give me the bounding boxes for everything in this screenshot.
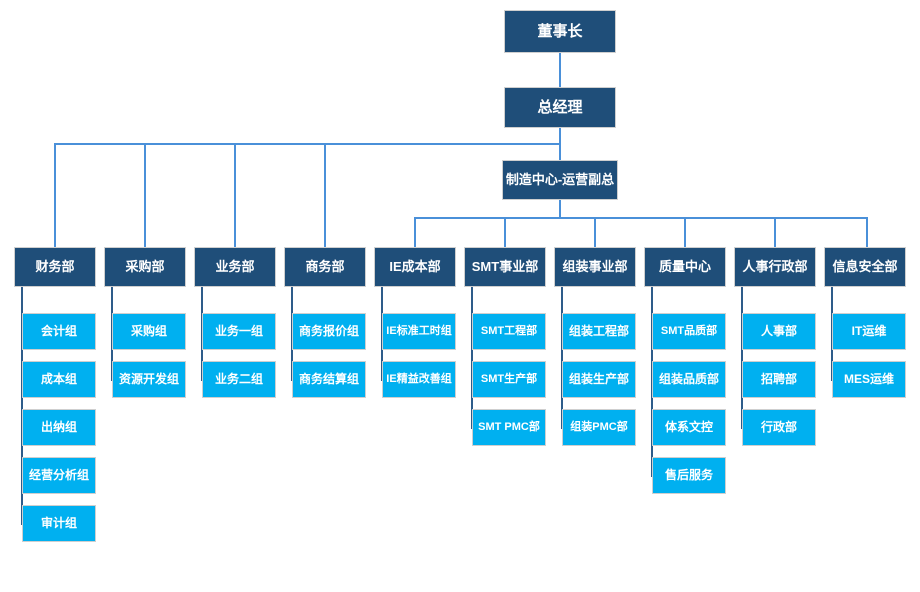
node-department-assembly-division[interactable]: 组装事业部: [554, 247, 636, 287]
connector-chairman-to-gm: [559, 53, 561, 87]
connector-gm-bus: [54, 143, 560, 145]
node-team-commerce-2[interactable]: 商务结算组: [292, 361, 366, 398]
node-team-hr-admin-1[interactable]: 人事部: [742, 313, 816, 350]
connector-drop-hr-admin: [774, 217, 776, 247]
node-team-finance-4[interactable]: 经营分析组: [22, 457, 96, 494]
node-department-hr-admin[interactable]: 人事行政部: [734, 247, 816, 287]
node-team-commerce-1[interactable]: 商务报价组: [292, 313, 366, 350]
node-manufacturing-center[interactable]: 制造中心-运营副总: [502, 160, 618, 200]
node-department-smt-division[interactable]: SMT事业部: [464, 247, 546, 287]
connector-spine-hr-admin: [741, 287, 743, 428]
node-team-info-security-2[interactable]: MES运维: [832, 361, 906, 398]
node-department-finance[interactable]: 财务部: [14, 247, 96, 287]
node-team-business-1[interactable]: 业务一组: [202, 313, 276, 350]
connector-drop-assembly-division: [594, 217, 596, 247]
node-general-manager[interactable]: 总经理: [504, 87, 616, 128]
node-team-purchasing-1[interactable]: 采购组: [112, 313, 186, 350]
connector-spine-assembly-division: [561, 287, 563, 428]
node-team-purchasing-2[interactable]: 资源开发组: [112, 361, 186, 398]
connector-drop-info-security: [866, 217, 868, 247]
node-team-ie-cost-1[interactable]: IE标准工时组: [382, 313, 456, 350]
node-team-ie-cost-2[interactable]: IE精益改善组: [382, 361, 456, 398]
node-department-ie-cost[interactable]: IE成本部: [374, 247, 456, 287]
node-team-business-2[interactable]: 业务二组: [202, 361, 276, 398]
connector-drop-purchasing: [144, 143, 146, 247]
connector-drop-ie-cost: [414, 217, 416, 247]
connector-drop-commerce: [324, 143, 326, 247]
node-team-quality-center-1[interactable]: SMT品质部: [652, 313, 726, 350]
connector-gm-to-manufacturing: [559, 128, 561, 160]
connector-drop-business: [234, 143, 236, 247]
node-team-smt-division-1[interactable]: SMT工程部: [472, 313, 546, 350]
connector-drop-smt-division: [504, 217, 506, 247]
node-department-purchasing[interactable]: 采购部: [104, 247, 186, 287]
node-team-quality-center-3[interactable]: 体系文控: [652, 409, 726, 446]
node-team-hr-admin-3[interactable]: 行政部: [742, 409, 816, 446]
node-team-finance-2[interactable]: 成本组: [22, 361, 96, 398]
node-team-assembly-division-3[interactable]: 组装PMC部: [562, 409, 636, 446]
node-team-finance-3[interactable]: 出纳组: [22, 409, 96, 446]
connector-manufacturing-bus: [414, 217, 867, 219]
connector-spine-finance: [21, 287, 23, 524]
connector-spine-smt-division: [471, 287, 473, 428]
node-team-smt-division-3[interactable]: SMT PMC部: [472, 409, 546, 446]
node-department-business[interactable]: 业务部: [194, 247, 276, 287]
node-team-finance-1[interactable]: 会计组: [22, 313, 96, 350]
node-department-info-security[interactable]: 信息安全部: [824, 247, 906, 287]
node-department-quality-center[interactable]: 质量中心: [644, 247, 726, 287]
node-team-smt-division-2[interactable]: SMT生产部: [472, 361, 546, 398]
node-team-hr-admin-2[interactable]: 招聘部: [742, 361, 816, 398]
node-team-finance-5[interactable]: 审计组: [22, 505, 96, 542]
connector-manufacturing-drop: [559, 200, 561, 217]
node-chairman[interactable]: 董事长: [504, 10, 616, 53]
connector-drop-finance: [54, 143, 56, 247]
node-department-commerce[interactable]: 商务部: [284, 247, 366, 287]
node-team-quality-center-4[interactable]: 售后服务: [652, 457, 726, 494]
node-team-assembly-division-1[interactable]: 组装工程部: [562, 313, 636, 350]
node-team-assembly-division-2[interactable]: 组装生产部: [562, 361, 636, 398]
node-team-quality-center-2[interactable]: 组装品质部: [652, 361, 726, 398]
connector-drop-quality-center: [684, 217, 686, 247]
node-team-info-security-1[interactable]: IT运维: [832, 313, 906, 350]
